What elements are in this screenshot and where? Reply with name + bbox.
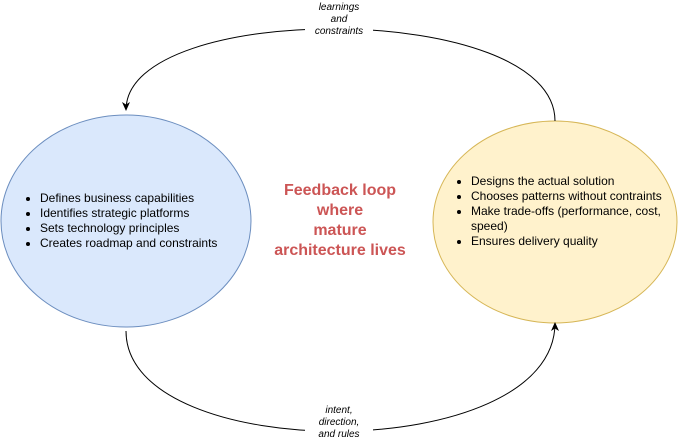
- edge-label-line: and rules: [318, 429, 360, 440]
- left-node-item: Identifies strategic platforms: [40, 206, 265, 221]
- center-text-line: architecture lives: [274, 242, 406, 259]
- center-feedback-text: Feedback loop where mature architecture …: [258, 181, 422, 261]
- left-node-bullet-list: Defines business capabilities Identifies…: [26, 191, 265, 251]
- right-node-item: Make trade-offs (performance, cost, spee…: [471, 204, 681, 234]
- edge-label-line: and: [330, 14, 348, 25]
- left-node-item: Creates roadmap and constraints: [40, 236, 265, 251]
- center-text-line: Feedback loop: [283, 182, 397, 199]
- edge-label-line: direction,: [318, 417, 360, 428]
- right-node-item: Designs the actual solution: [471, 174, 681, 189]
- left-node-item: Defines business capabilities: [40, 191, 265, 206]
- center-text-line: where: [316, 202, 364, 219]
- right-node-item: Chooses patterns without contraints: [471, 189, 681, 204]
- edge-label-bottom: intent, direction, and rules: [305, 405, 373, 441]
- center-text-line: mature: [313, 222, 367, 239]
- edge-label-line: intent,: [325, 405, 353, 416]
- left-node-ellipse[interactable]: [0, 114, 252, 328]
- left-node-item: Sets technology principles: [40, 221, 265, 236]
- right-node-item: Ensures delivery quality: [471, 234, 681, 249]
- edge-learnings-and-constraints[interactable]: [122, 28, 556, 122]
- edge-label-line: constraints: [314, 26, 364, 37]
- right-node-bullet-list: Designs the actual solution Chooses patt…: [457, 174, 681, 249]
- edge-label-line: learnings: [318, 2, 360, 13]
- edge-label-top: learnings and constraints: [305, 2, 373, 38]
